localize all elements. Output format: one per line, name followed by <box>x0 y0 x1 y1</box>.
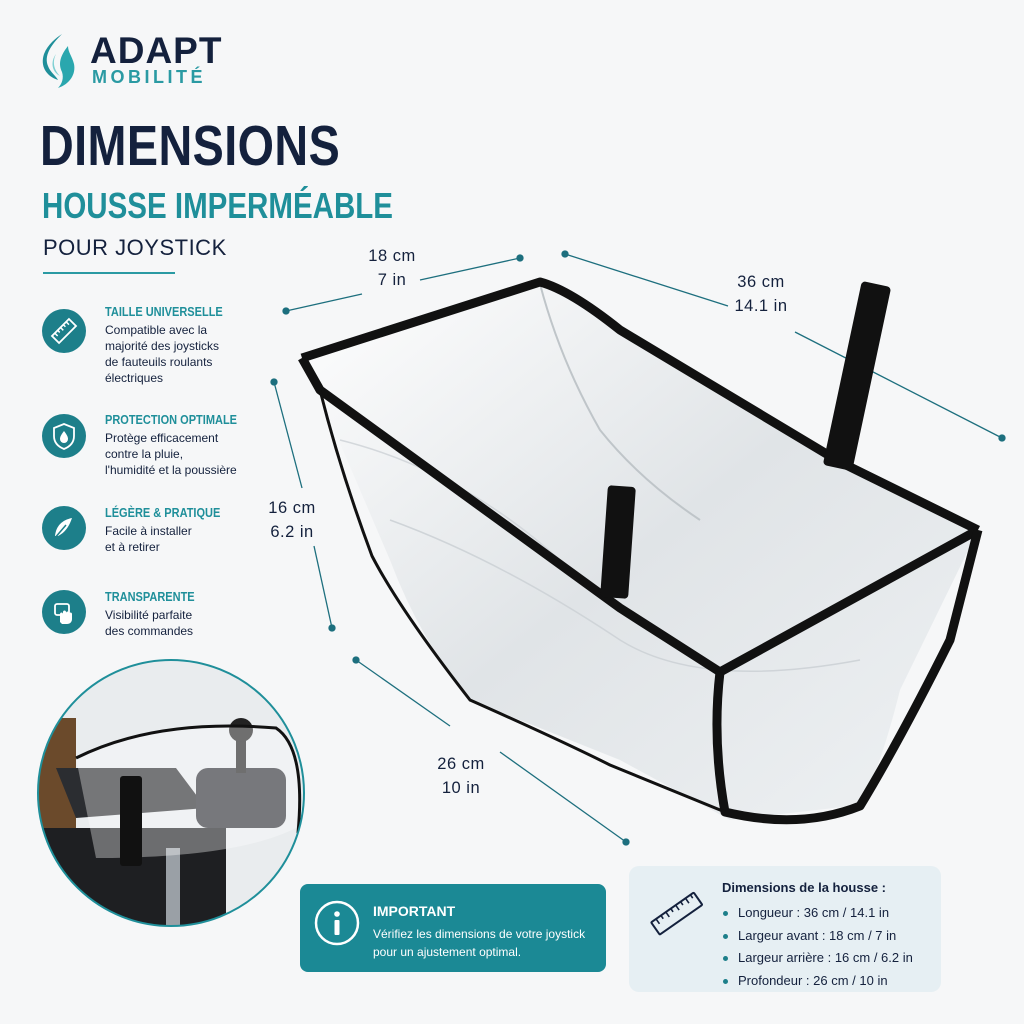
feather-icon <box>42 506 86 550</box>
feature-title-light: LÉGÈRE & PRATIQUE <box>105 506 221 520</box>
joystick-cover-photo <box>37 659 305 927</box>
dimensions-summary-card <box>629 866 941 992</box>
product-cover-image <box>298 277 983 825</box>
shield-drop-icon <box>42 414 86 458</box>
feature-title-protection: PROTECTION OPTIMALE <box>105 413 237 427</box>
ruler-icon <box>42 309 86 353</box>
title-divider <box>43 272 175 274</box>
important-text: Vérifiez les dimensions de votre joystic… <box>373 927 586 959</box>
important-notice <box>300 884 606 972</box>
info-icon <box>314 900 360 946</box>
brand-name: ADAPT <box>90 30 223 71</box>
important-title: IMPORTANT <box>373 903 456 919</box>
summary-item-depth: Profondeur : 26 cm / 10 in <box>722 970 913 993</box>
adapt-logo-icon <box>42 34 75 88</box>
feature-title-transparent: TRANSPARENTE <box>105 590 195 604</box>
summary-item-length: Longueur : 36 cm / 14.1 in <box>722 902 913 925</box>
summary-title: Dimensions de la housse : <box>722 880 886 895</box>
summary-item-front-width: Largeur avant : 18 cm / 7 in <box>722 925 913 948</box>
ruler-icon <box>650 891 703 936</box>
feature-title-universal: TAILLE UNIVERSELLE <box>105 305 223 319</box>
page-tagline: POUR JOYSTICK <box>43 235 227 260</box>
page-subtitle: HOUSSE IMPERMÉABLE <box>42 185 393 226</box>
summary-item-back-width: Largeur arrière : 16 cm / 6.2 in <box>722 947 913 970</box>
summary-list: Longueur : 36 cm / 14.1 in Largeur avant… <box>722 902 913 992</box>
brand-subname: MOBILITÉ <box>92 67 206 87</box>
hand-wipe-icon <box>42 590 86 634</box>
page-title: DIMENSIONS <box>40 114 341 178</box>
